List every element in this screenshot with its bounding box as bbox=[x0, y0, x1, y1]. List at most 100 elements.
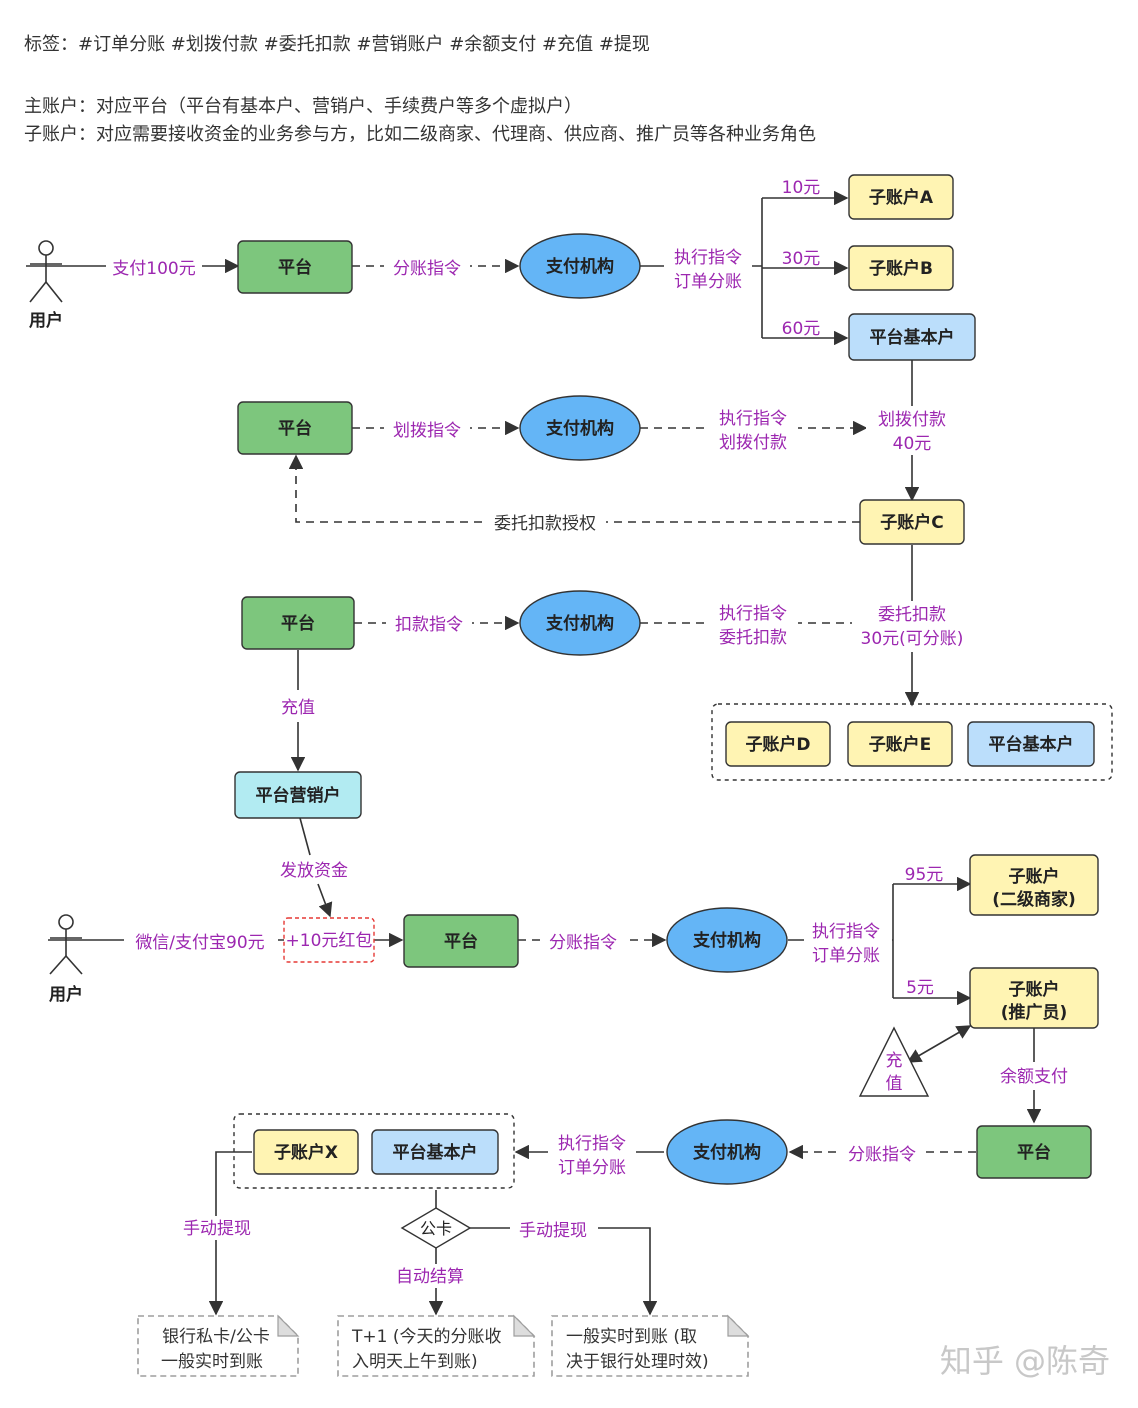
sub-account-e-label: 子账户E bbox=[869, 734, 932, 755]
red-packet-label: +10元红包 bbox=[286, 931, 373, 951]
pay-agency-node-5 bbox=[666, 1119, 788, 1185]
label-amount-60: 60元 bbox=[782, 319, 821, 339]
label-wechat-alipay-90: 微信/支付宝90元 bbox=[135, 933, 264, 953]
platform-label-3: 平台 bbox=[281, 613, 315, 634]
platform-box-2 bbox=[237, 401, 353, 455]
label-execute-4-line-2: 订单分账 bbox=[812, 946, 880, 966]
sub-account-merchant-label-2: (二级商家) bbox=[992, 889, 1076, 910]
account-group-2 bbox=[233, 1113, 515, 1189]
note-1-line-1: 银行私卡/公卡 bbox=[162, 1327, 270, 1347]
tags-line: 标签：#订单分账 #划拨付款 #委托扣款 #营销账户 #余额支付 #充值 #提现 bbox=[24, 34, 650, 55]
pay-agency-label-5: 支付机构 bbox=[693, 1142, 761, 1163]
recharge-triangle-label-1: 充 bbox=[886, 1051, 903, 1071]
platform-label-5: 平台 bbox=[1017, 1142, 1051, 1163]
label-amount-5: 5元 bbox=[906, 978, 934, 998]
label-balance-payment: 余额支付 bbox=[1000, 1067, 1068, 1087]
label-split-instruction-2: 分账指令 bbox=[549, 933, 617, 953]
label-split-instruction-1: 分账指令 bbox=[393, 259, 461, 279]
label-execute-1-line-2: 订单分账 bbox=[674, 272, 742, 292]
platform-label-2: 平台 bbox=[278, 418, 312, 439]
label-bg bbox=[510, 1218, 598, 1242]
label-execute-5-line-1: 执行指令 bbox=[558, 1134, 626, 1154]
user-stick-figure-1 bbox=[29, 240, 63, 303]
sub-account-e-box bbox=[847, 721, 953, 767]
label-bg bbox=[852, 601, 972, 649]
label-manual-withdraw-2: 手动提现 bbox=[519, 1221, 587, 1241]
label-amount-95: 95元 bbox=[905, 865, 944, 885]
label-deduct-instruction: 扣款指令 bbox=[395, 615, 463, 635]
platform-box-1 bbox=[237, 240, 353, 294]
sub-account-b-box bbox=[848, 245, 954, 291]
note-fold-3 bbox=[727, 1314, 750, 1337]
platform-label-4: 平台 bbox=[444, 931, 478, 952]
edge-to-redpacket bbox=[317, 883, 333, 918]
watermark: 知乎 @陈奇 bbox=[940, 1342, 1110, 1380]
public-card-diamond bbox=[400, 1207, 472, 1249]
label-bg bbox=[174, 1216, 260, 1240]
sub-account-a-box bbox=[848, 174, 954, 220]
label-amount-30: 30元 bbox=[782, 249, 821, 269]
label-execute-2-line-2: 划拨付款 bbox=[719, 433, 787, 453]
edge-marketing-down bbox=[299, 817, 311, 856]
label-bg bbox=[124, 930, 278, 954]
label-entrusted-deduct-line-2: 30元(可分账) bbox=[861, 629, 964, 649]
user-label-1: 用户 bbox=[29, 310, 63, 331]
sub-account-promoter-label-1: 子账户 bbox=[1009, 979, 1060, 1000]
pay-agency-node-3 bbox=[519, 590, 641, 656]
label-execute-5-line-2: 订单分账 bbox=[558, 1158, 626, 1178]
sub-account-merchant-box bbox=[969, 854, 1099, 916]
sub-account-c-label: 子账户C bbox=[880, 512, 943, 533]
sub-account-definition: 子账户：对应需要接收资金的业务参与方，比如二级商家、代理商、供应商、推广员等各种… bbox=[24, 124, 816, 145]
pay-agency-node-1 bbox=[519, 233, 641, 299]
sub-account-d-label: 子账户D bbox=[745, 734, 810, 755]
label-bg bbox=[540, 930, 626, 954]
platform-box-3 bbox=[241, 596, 355, 650]
platform-marketing-account-label: 平台营销户 bbox=[256, 785, 341, 806]
platform-base-account-box-1 bbox=[848, 313, 976, 361]
label-amount-10: 10元 bbox=[782, 178, 821, 198]
label-bg bbox=[386, 1264, 474, 1288]
pay-agency-label-2: 支付机构 bbox=[546, 418, 614, 439]
note-3-line-2: 决于银行处理时效) bbox=[566, 1352, 709, 1372]
label-transfer-payment-line-2: 40元 bbox=[893, 434, 932, 454]
label-bg bbox=[484, 511, 606, 535]
edge-authorization bbox=[288, 454, 860, 523]
edge-recharge-promoter bbox=[906, 1025, 972, 1063]
sub-account-merchant-label-1: 子账户 bbox=[1009, 866, 1060, 887]
note-box-3 bbox=[551, 1315, 749, 1377]
pay-agency-label-3: 支付机构 bbox=[546, 613, 614, 634]
label-split-instruction-3: 分账指令 bbox=[848, 1145, 916, 1165]
label-execute-3-line-2: 委托扣款 bbox=[719, 628, 787, 648]
label-auto-settlement: 自动结算 bbox=[396, 1267, 464, 1287]
platform-base-account-box-2 bbox=[967, 721, 1095, 767]
label-bg bbox=[708, 601, 798, 647]
label-issue-funds: 发放资金 bbox=[280, 861, 348, 881]
note-box-1 bbox=[137, 1315, 299, 1377]
note-fold-2 bbox=[513, 1314, 536, 1337]
label-bg bbox=[384, 418, 470, 442]
public-card-label: 公卡 bbox=[420, 1219, 452, 1238]
label-pay-100: 支付100元 bbox=[112, 259, 195, 279]
platform-label-1: 平台 bbox=[278, 257, 312, 278]
sub-account-b-label: 子账户B bbox=[869, 258, 933, 279]
label-manual-withdraw-1: 手动提现 bbox=[183, 1219, 251, 1239]
account-group-1 bbox=[711, 703, 1113, 781]
note-box-2 bbox=[337, 1315, 535, 1377]
sub-account-c-box bbox=[859, 499, 965, 545]
label-bg bbox=[664, 245, 752, 291]
label-deduct-authorization: 委托扣款授权 bbox=[494, 514, 596, 534]
red-packet-box bbox=[283, 917, 375, 963]
label-bg bbox=[106, 256, 202, 280]
sub-account-x-label: 子账户X bbox=[274, 1142, 338, 1163]
label-execute-3-line-1: 执行指令 bbox=[719, 604, 787, 624]
note-3-line-1: 一般实时到账 (取 bbox=[566, 1327, 697, 1347]
user-stick-figure-2 bbox=[49, 914, 83, 975]
platform-base-account-label-2: 平台基本户 bbox=[989, 734, 1074, 755]
label-recharge: 充值 bbox=[281, 698, 315, 718]
label-execute-2-line-1: 执行指令 bbox=[719, 409, 787, 429]
label-bg bbox=[548, 1131, 636, 1177]
sub-account-promoter-box bbox=[969, 967, 1099, 1029]
label-bg bbox=[386, 612, 472, 636]
note-2-line-1: T+1 (今天的分账收 bbox=[351, 1327, 501, 1347]
pay-agency-node-2 bbox=[519, 395, 641, 461]
